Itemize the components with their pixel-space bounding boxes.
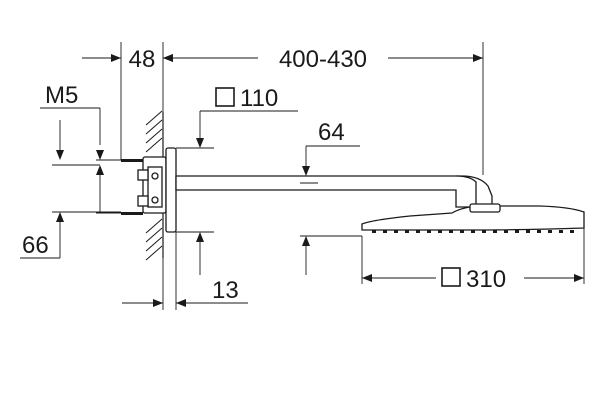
wall-bracket — [137, 156, 167, 214]
nozzle — [537, 230, 541, 233]
head-connector — [469, 203, 501, 213]
nozzle — [559, 230, 563, 233]
square-symbol-310 — [441, 267, 461, 287]
shower-head — [361, 203, 585, 233]
nozzle — [449, 230, 453, 233]
dim-m5-label: M5 — [45, 82, 78, 109]
hatch-line — [145, 110, 163, 126]
nozzle — [548, 230, 552, 233]
bracket-tab-lower — [137, 195, 149, 207]
dim-arm-height: 64 — [300, 119, 362, 275]
shower-arm — [175, 175, 493, 208]
bracket-screw-lower — [151, 196, 159, 204]
dim-64-arrow-bottom — [302, 236, 310, 246]
dim-310-arrow-right — [574, 274, 584, 282]
flange-rosette — [165, 147, 177, 233]
hatch-line — [145, 236, 163, 252]
nozzle — [394, 230, 398, 233]
nozzle — [515, 230, 519, 233]
hatch-line — [145, 218, 163, 234]
nozzle — [493, 230, 497, 233]
dim-400-arrow-right — [473, 54, 483, 62]
head-nozzles — [372, 230, 574, 233]
wall-hatching — [145, 110, 163, 261]
mounting-bolts — [52, 159, 143, 215]
nozzle — [372, 230, 376, 233]
arm-tube — [175, 175, 493, 208]
dim-48-arrow-left — [111, 54, 121, 62]
dim-110-arrow-top — [196, 138, 204, 148]
bracket-tab-upper — [137, 169, 149, 181]
nozzle — [383, 230, 387, 233]
dim-64-label: 64 — [318, 119, 345, 146]
dim-head-size: 310 — [362, 266, 584, 293]
nozzle — [416, 230, 420, 233]
nozzle — [438, 230, 442, 233]
nozzle — [405, 230, 409, 233]
nozzle — [471, 230, 475, 233]
hatch-line — [145, 128, 163, 144]
dim-66-label: 66 — [22, 232, 49, 259]
nozzle — [526, 230, 530, 233]
dim-m5-arrow-down — [96, 150, 104, 160]
dim-13-arrow-right — [176, 299, 186, 307]
nozzle — [482, 230, 486, 233]
dim-400-arrow-left — [163, 54, 173, 62]
dim-110-label: 110 — [240, 85, 278, 112]
dim-flange-depth: 13 — [122, 277, 248, 307]
dim-310-label: 310 — [466, 266, 506, 293]
dim-400-label: 400-430 — [279, 46, 367, 73]
dim-110-arrow-bottom — [196, 232, 204, 242]
hatch-line — [145, 245, 163, 261]
dim-wall-offset: 48 — [82, 46, 180, 73]
nozzle — [504, 230, 508, 233]
dim-13-arrow-left — [153, 299, 163, 307]
dim-bolt-spacing: 66 — [20, 211, 121, 259]
dim-310-arrow-left — [362, 274, 372, 282]
bolt-upper — [121, 159, 143, 162]
nozzle — [570, 230, 574, 233]
head-plate — [361, 205, 585, 231]
hatch-line — [145, 137, 163, 153]
dim-thread: M5 — [40, 82, 104, 212]
hatch-line — [145, 227, 163, 243]
arm-elbow — [455, 175, 477, 207]
bracket-screw-upper — [151, 172, 159, 180]
extension-lines — [120, 42, 585, 310]
bolt-lower — [121, 212, 143, 215]
dim-m5-arrow-upper — [56, 150, 64, 160]
dim-64-arrow-top — [302, 166, 310, 176]
dim-48-label: 48 — [129, 46, 156, 73]
dim-arm-length: 400-430 — [163, 46, 483, 73]
dim-66-arrow — [56, 212, 64, 222]
dim-flange-size: 110 — [176, 85, 298, 275]
hatch-line — [145, 119, 163, 135]
dim-m5-arrow-up — [96, 165, 104, 175]
nozzle — [427, 230, 431, 233]
square-symbol-110 — [215, 87, 235, 107]
nozzle — [460, 230, 464, 233]
dim-13-label: 13 — [212, 277, 239, 304]
